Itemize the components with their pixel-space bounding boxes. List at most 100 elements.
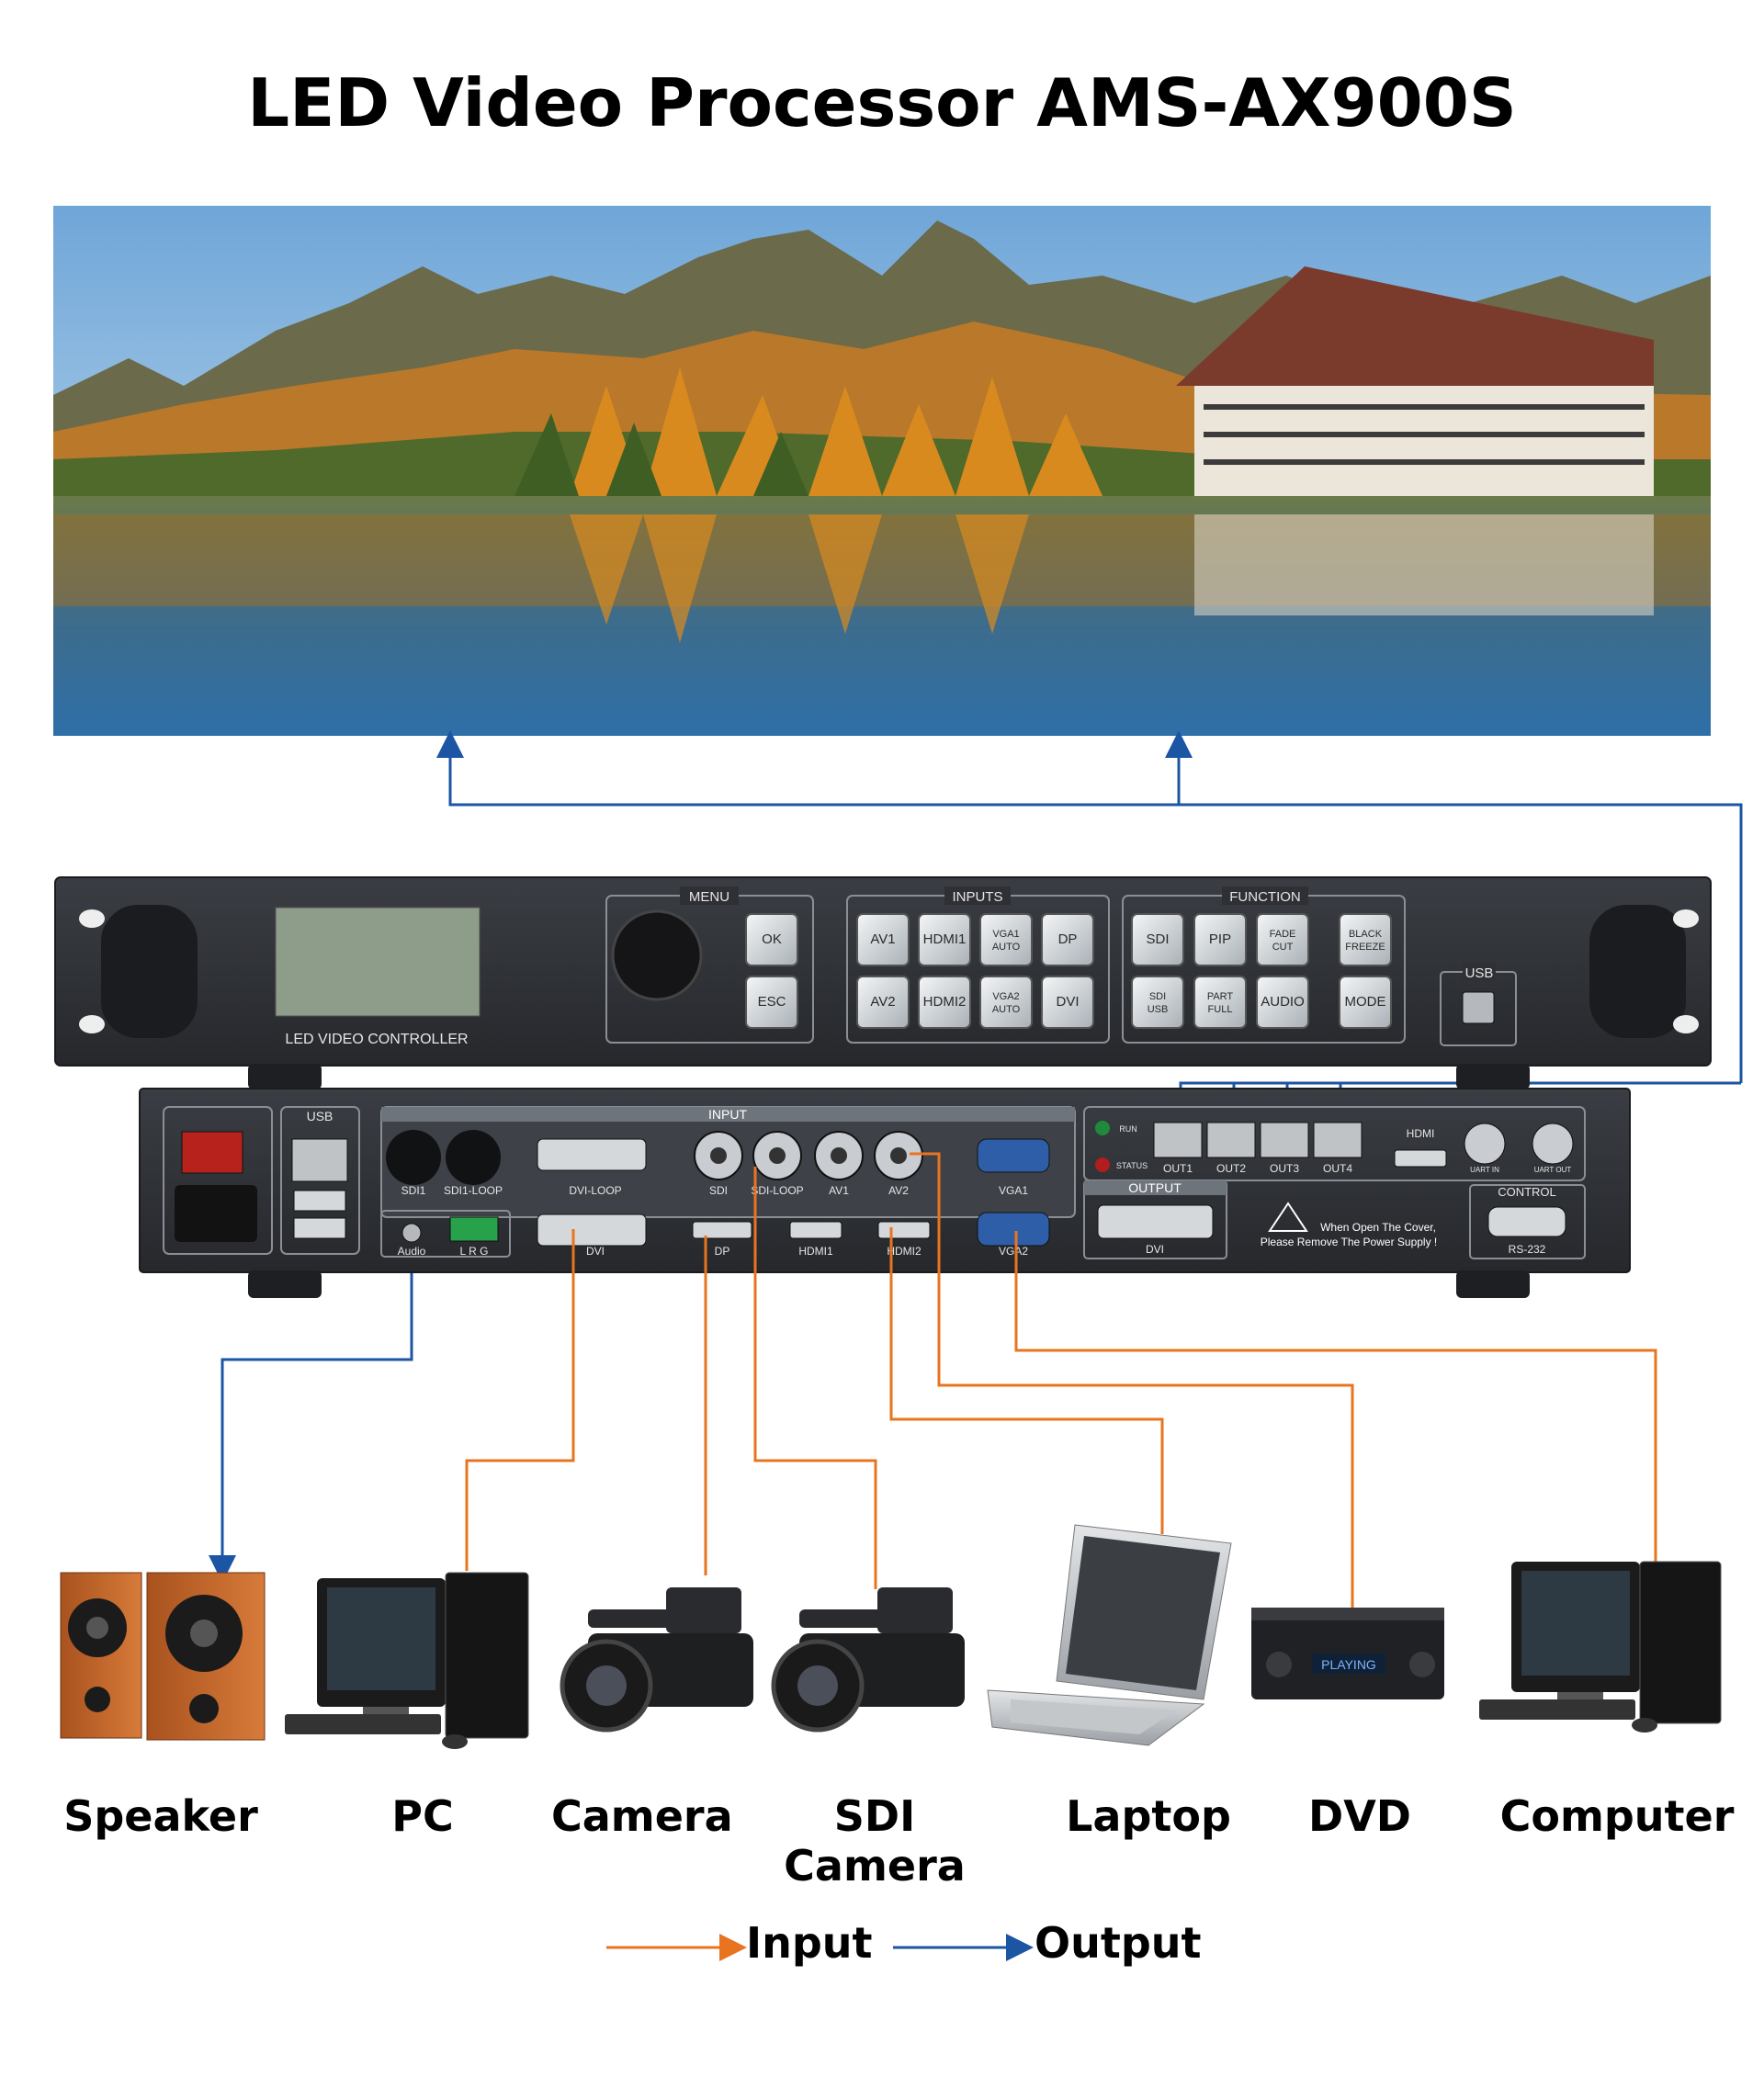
- dvd-icon: PLAYING: [1251, 1608, 1444, 1699]
- port-label-out2: OUT2: [1216, 1162, 1246, 1175]
- menu-button-ok[interactable]: OK: [745, 913, 798, 966]
- speaker-icon: [60, 1572, 266, 1741]
- port-out3[interactable]: [1260, 1122, 1309, 1158]
- status-led: [1095, 1157, 1110, 1172]
- power-switch[interactable]: [181, 1131, 243, 1174]
- device-label-pc: PC: [391, 1791, 454, 1841]
- menu-button-esc[interactable]: ESC: [745, 976, 798, 1029]
- page-title: LED Video Processor AMS-AX900S: [247, 64, 1517, 141]
- port-label-sdi1: SDI1: [401, 1184, 426, 1197]
- input-button-av2-label: AV2: [870, 994, 895, 1010]
- input-button-vga1-label: AUTO: [992, 942, 1021, 953]
- port-sdi1[interactable]: [386, 1130, 441, 1185]
- audio-terminal[interactable]: [449, 1216, 499, 1242]
- function-button-pip[interactable]: PIP: [1193, 913, 1247, 966]
- status-label: STATUS: [1116, 1161, 1148, 1170]
- port-label-sdi-loop: SDI-LOOP: [751, 1184, 803, 1197]
- function-button-sdi-label: SDI: [1149, 991, 1166, 1002]
- input-button-av2[interactable]: AV2: [856, 976, 910, 1029]
- port-label-dvi-loop: DVI-LOOP: [569, 1184, 621, 1197]
- warning-line-2: Please Remove The Power Supply !: [1261, 1236, 1438, 1248]
- function-button-sdi-label: SDI: [1146, 931, 1169, 947]
- port-label-hdmi2: HDMI2: [887, 1245, 922, 1258]
- run-led: [1095, 1121, 1110, 1135]
- rear-output-label: OUTPUT: [1128, 1180, 1182, 1195]
- port-hdmi2[interactable]: [877, 1221, 931, 1239]
- menu-button-ok-label: OK: [762, 931, 782, 947]
- function-button-sdi[interactable]: SDI USB: [1131, 976, 1184, 1029]
- usb-port-2[interactable]: [293, 1217, 346, 1239]
- port-out4[interactable]: [1313, 1122, 1363, 1158]
- device-label-camera: Camera: [551, 1791, 733, 1841]
- uart-in-label: UART IN: [1470, 1166, 1499, 1174]
- menu-knob[interactable]: [611, 909, 703, 1001]
- rear-input-label: INPUT: [708, 1107, 747, 1122]
- port-hdmi1[interactable]: [789, 1221, 842, 1239]
- uart-in-port[interactable]: [1464, 1123, 1506, 1165]
- audio-jack[interactable]: [401, 1223, 422, 1243]
- lan-port[interactable]: [291, 1138, 348, 1182]
- port-label-vga1: VGA1: [999, 1184, 1028, 1197]
- port-out2[interactable]: [1206, 1122, 1256, 1158]
- port-label-dp: DP: [715, 1245, 730, 1258]
- legend-output-label: Output: [1035, 1918, 1202, 1968]
- function-button-mode[interactable]: MODE: [1339, 976, 1392, 1029]
- function-label: FUNCTION: [1229, 889, 1301, 905]
- input-button-vga2-label: AUTO: [992, 1004, 1021, 1015]
- front-usb-label: USB: [1465, 965, 1494, 981]
- input-button-vga2-label: VGA2: [992, 991, 1019, 1002]
- function-button-mode-label: MODE: [1345, 994, 1386, 1010]
- rs232-port[interactable]: [1487, 1206, 1566, 1237]
- lcd-caption: LED VIDEO CONTROLLER: [285, 1032, 468, 1047]
- warning-icon: [1268, 1202, 1308, 1232]
- input-button-dvi-label: DVI: [1056, 994, 1079, 1010]
- port-dvi-loop[interactable]: [537, 1138, 647, 1171]
- input-button-hdmi1[interactable]: HDMI1: [918, 913, 971, 966]
- port-dvi[interactable]: [537, 1213, 647, 1247]
- usb-port-1[interactable]: [293, 1190, 346, 1212]
- device-label-computer: Computer: [1499, 1791, 1735, 1841]
- function-button-fade-label: FADE: [1270, 929, 1296, 940]
- input-connections: [465, 1152, 1657, 1615]
- hdmi-out-port[interactable]: [1394, 1149, 1447, 1168]
- legend-input-label: Input: [746, 1918, 873, 1968]
- control-label: CONTROL: [1498, 1185, 1556, 1199]
- function-button-black-label: BLACK: [1349, 929, 1383, 940]
- rs232-label: RS-232: [1509, 1243, 1546, 1256]
- function-button-sdi[interactable]: SDI: [1131, 913, 1184, 966]
- input-button-av1[interactable]: AV1: [856, 913, 910, 966]
- camera-icon: [560, 1587, 753, 1733]
- input-button-dp[interactable]: DP: [1041, 913, 1094, 966]
- port-sdi1-loop[interactable]: [446, 1130, 501, 1185]
- input-button-dvi[interactable]: DVI: [1041, 976, 1094, 1029]
- port-out1[interactable]: [1153, 1122, 1203, 1158]
- port-label-sdi1-loop: SDI1-LOOP: [444, 1184, 503, 1197]
- power-socket: [175, 1185, 257, 1242]
- port-label-av1: AV1: [829, 1184, 849, 1197]
- port-dp[interactable]: [692, 1221, 752, 1239]
- menu-button-esc-label: ESC: [758, 994, 786, 1010]
- dvi-out-port[interactable]: [1097, 1204, 1214, 1239]
- function-button-sdi-label: USB: [1148, 1004, 1169, 1015]
- uart-out-port[interactable]: [1532, 1123, 1574, 1165]
- pc-icon: [285, 1572, 529, 1749]
- sdi-camera-icon: [771, 1587, 965, 1733]
- input-button-vga1-label: VGA1: [992, 929, 1019, 940]
- function-button-audio[interactable]: AUDIO: [1256, 976, 1309, 1029]
- port-vga2[interactable]: [977, 1212, 1050, 1247]
- input-button-dp-label: DP: [1058, 931, 1078, 947]
- port-label-audio: Audio: [398, 1245, 426, 1258]
- function-button-pip-label: PIP: [1209, 931, 1231, 947]
- warning-line-1: When Open The Cover,: [1320, 1221, 1436, 1234]
- rear-panel: USB INPUT RUN STATUS OUTPUT DVI: [139, 1088, 1631, 1298]
- port-label-hdmi1: HDMI1: [798, 1245, 833, 1258]
- port-vga1[interactable]: [977, 1138, 1050, 1173]
- port-label-l-r-g: L R G: [460, 1245, 489, 1258]
- input-button-hdmi2[interactable]: HDMI2: [918, 976, 971, 1029]
- front-usb-port[interactable]: [1462, 991, 1495, 1024]
